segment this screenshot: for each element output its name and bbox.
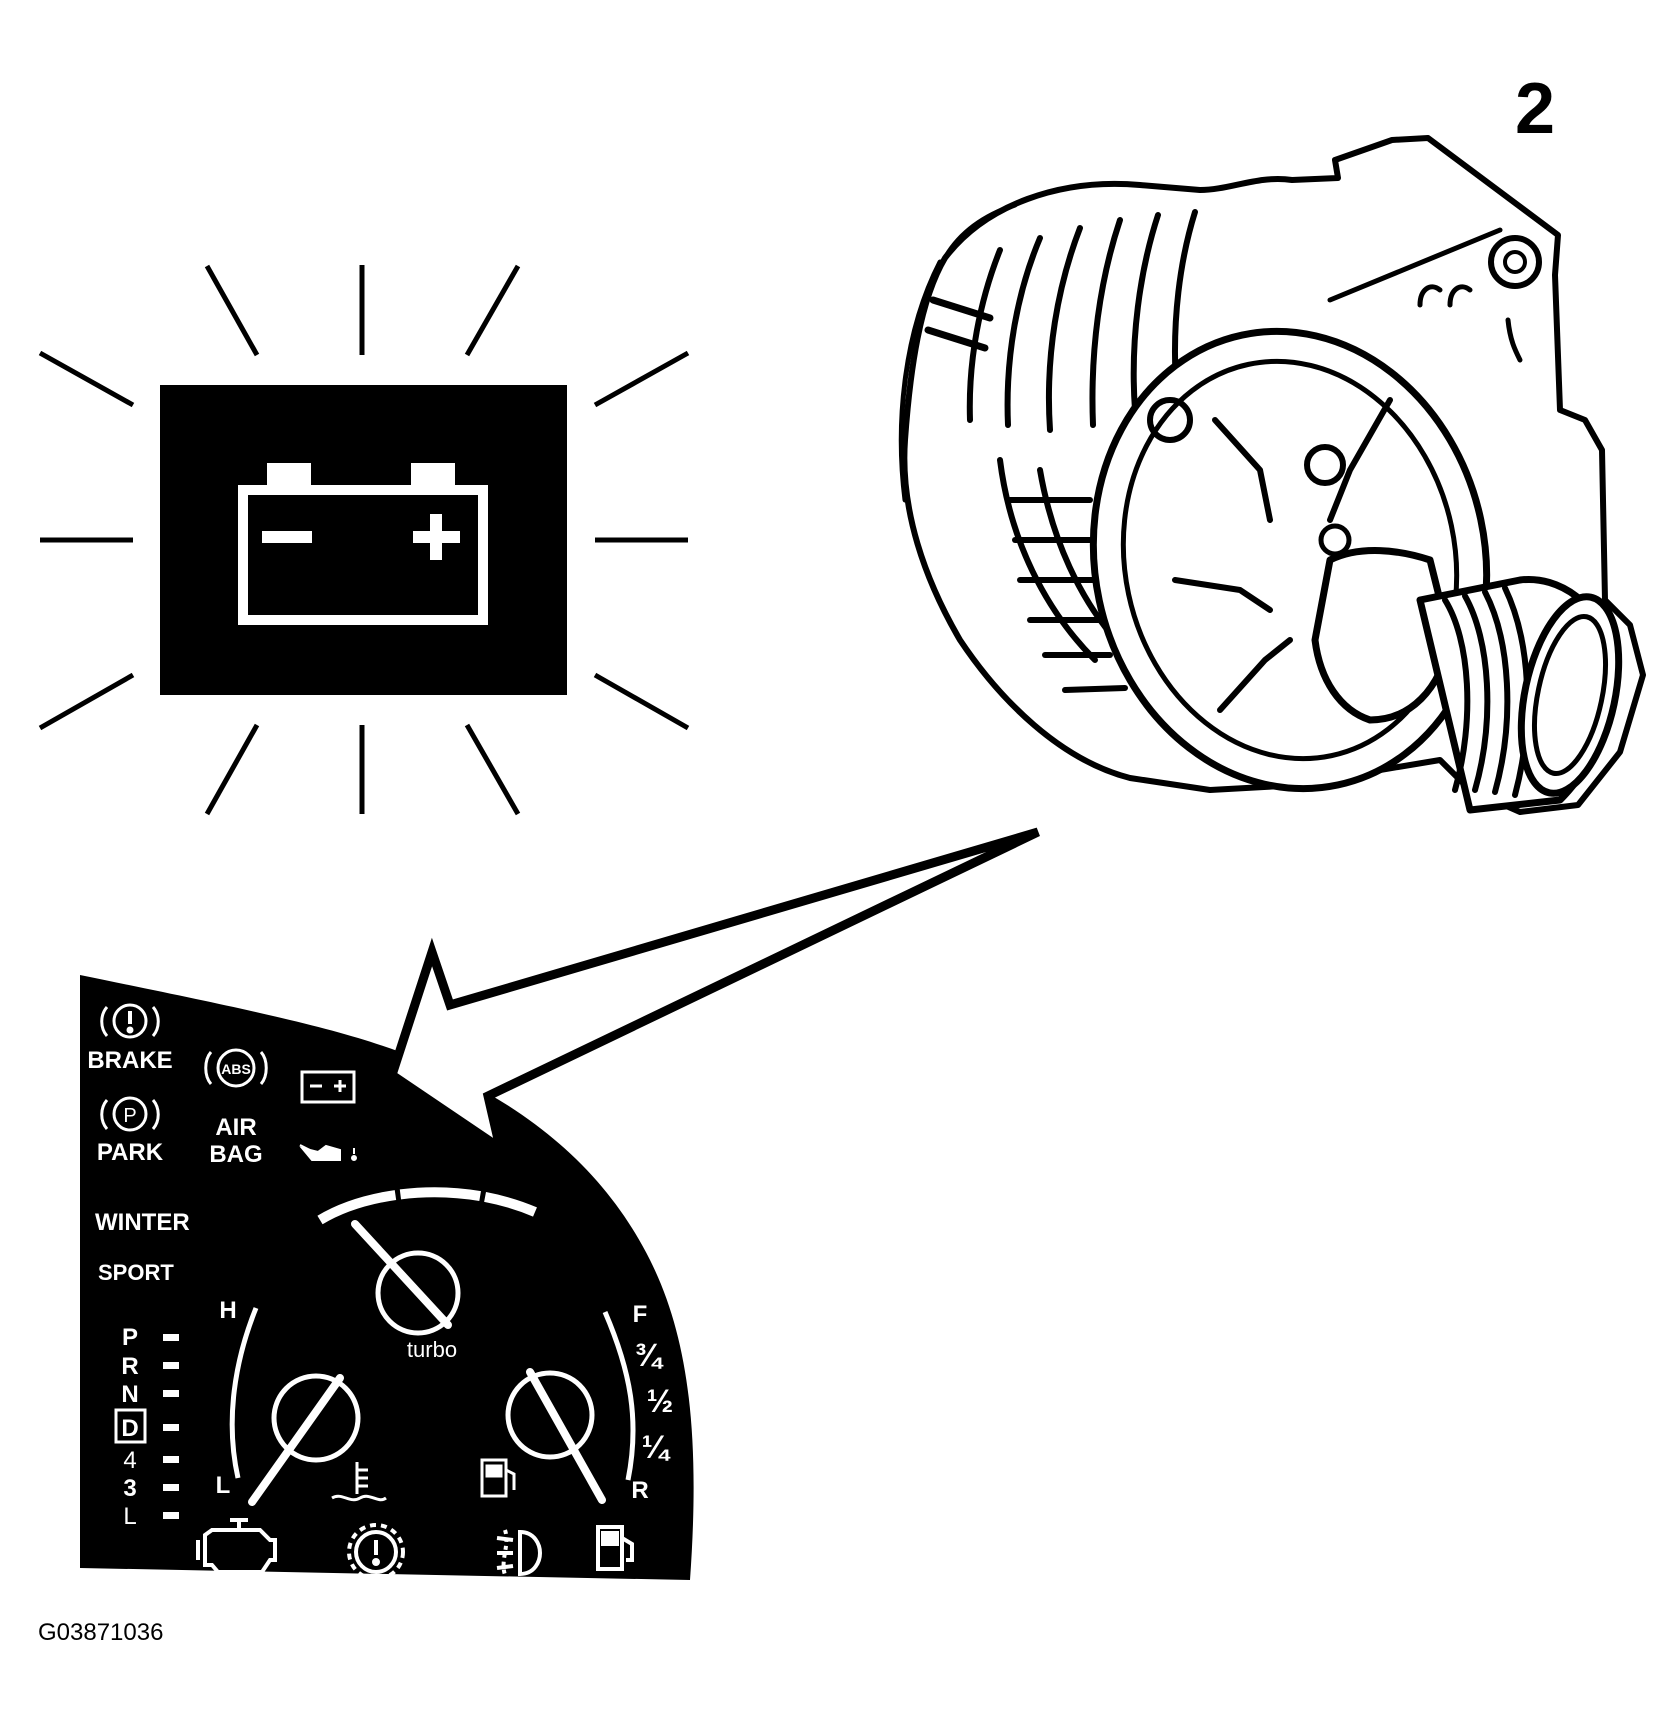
- figure-id: G03871036: [38, 1619, 163, 1646]
- winter-mode-label: WINTER: [95, 1209, 190, 1236]
- alternator-icon: [898, 135, 1646, 815]
- gear-3: 3: [123, 1475, 136, 1502]
- fuel-quarter-label: ¼: [642, 1429, 671, 1465]
- gear-l: L: [123, 1503, 136, 1530]
- abs-label: ABS: [221, 1061, 251, 1077]
- gear-dashes: [163, 1334, 179, 1519]
- park-symbol: P: [123, 1105, 136, 1127]
- fuel-pump-icon: [596, 1525, 634, 1571]
- fog-light-icon: [496, 1529, 543, 1577]
- gear-r: R: [121, 1353, 138, 1380]
- oil-pressure-icon: [299, 1144, 357, 1161]
- gear-indicator: P R N D 4 3 L: [114, 1324, 179, 1530]
- coolant-temp-icon: [331, 1462, 387, 1502]
- instrument-cluster: BRAKE ABS P PARK AIR BAG: [80, 975, 694, 1581]
- gear-n: N: [121, 1381, 138, 1408]
- callout-arrow: [386, 827, 1040, 1159]
- gear-d: D: [121, 1415, 138, 1442]
- check-engine-icon: [196, 1518, 277, 1574]
- temp-low-label: L: [216, 1472, 231, 1499]
- temperature-gauge: [229, 1307, 361, 1506]
- turbo-label: turbo: [407, 1337, 457, 1362]
- selected-gear-box: [114, 1408, 147, 1444]
- light-rays: [38, 264, 690, 816]
- park-label: PARK: [97, 1139, 164, 1166]
- fuel-three-quarter-label: ¾: [635, 1337, 664, 1373]
- gear-p: P: [122, 1324, 138, 1351]
- battery-warning-lamp: [38, 264, 690, 816]
- fuel-half-label: ½: [647, 1383, 674, 1419]
- brake-warning-icon: [100, 1003, 160, 1039]
- sport-mode-label: SPORT: [98, 1260, 174, 1285]
- fuel-full-label: F: [633, 1301, 648, 1328]
- fuel-gauge: [505, 1311, 636, 1504]
- park-brake-icon: [100, 1096, 160, 1132]
- battery-icon: [238, 463, 488, 625]
- brake-label: BRAKE: [87, 1047, 172, 1074]
- traction-warning-icon: [347, 1523, 405, 1581]
- battery-telltale-icon: [300, 1070, 356, 1104]
- figure-number: 2: [1515, 69, 1555, 149]
- airbag-label-line1: AIR: [215, 1114, 256, 1141]
- fuel-reserve-label: R: [631, 1477, 648, 1504]
- gear-4: 4: [123, 1447, 136, 1474]
- fuel-pump-small-icon: [480, 1458, 516, 1498]
- lamp-background: [160, 385, 567, 695]
- temp-high-label: H: [219, 1297, 236, 1324]
- airbag-label-line2: BAG: [209, 1141, 262, 1168]
- abs-warning-icon: [204, 1048, 268, 1088]
- turbo-gauge: [317, 1187, 537, 1336]
